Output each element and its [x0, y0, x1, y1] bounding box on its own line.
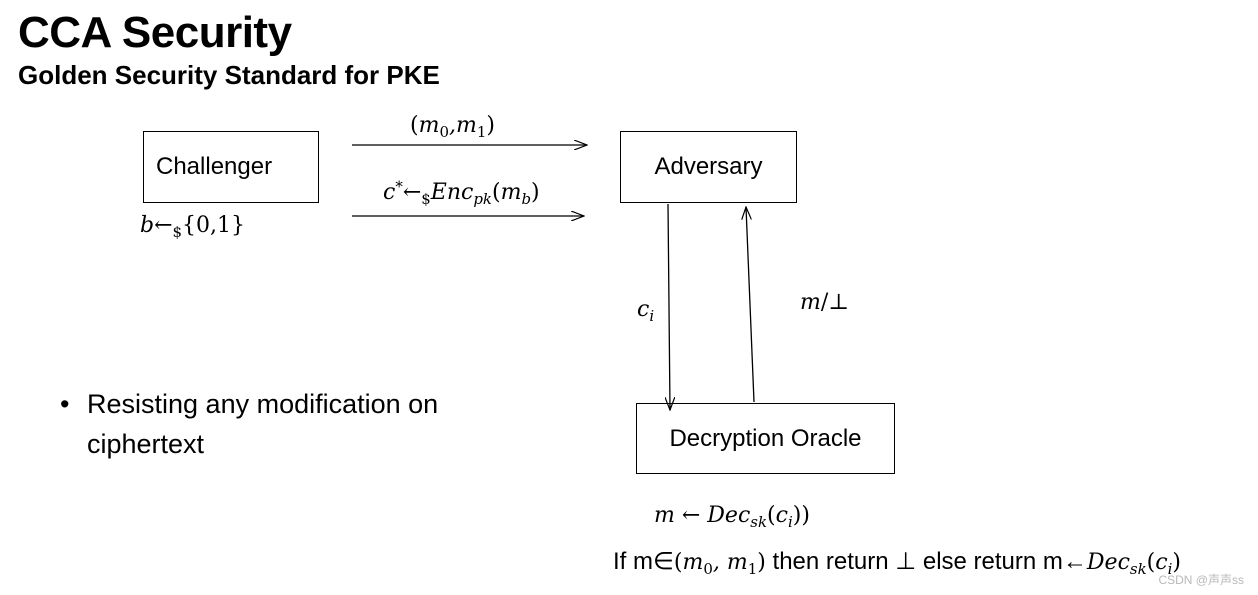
- page-title: CCA Security: [18, 8, 292, 57]
- condition-decryption: Decsk(ci): [1086, 550, 1181, 579]
- condition-if: If m: [613, 548, 653, 575]
- challenge-ciphertext-label: c*←$Encpk(mb): [383, 177, 540, 209]
- adversary-box: Adversary: [620, 131, 797, 203]
- page-subtitle: Golden Security Standard for PKE: [18, 60, 440, 90]
- decryption-oracle-label: Decryption Oracle: [669, 424, 862, 452]
- bullet-dot: •: [60, 389, 70, 419]
- condition-message-pair: (m0, m1): [673, 550, 766, 579]
- decryption-formula: m ← Decsk(ci)): [654, 503, 810, 532]
- security-condition: If m∈(m0, m1) then return ⊥ else return …: [613, 548, 1181, 579]
- query-ciphertext-arrow: [668, 203, 670, 410]
- decryption-oracle-box: Decryption Oracle: [636, 403, 895, 474]
- oracle-response-arrow: [746, 207, 755, 403]
- query-ciphertext-label: ci: [637, 297, 655, 326]
- challenger-label: Challenger: [156, 153, 273, 180]
- watermark: CSDN @声声ss: [1158, 573, 1244, 587]
- challenger-box: Challenger: [143, 131, 319, 203]
- message-pair-label: (m0,m1): [410, 113, 495, 142]
- bullet-line-1: Resisting any modification on: [87, 389, 439, 419]
- condition-then: then return ⊥ else return m←: [765, 548, 1087, 575]
- bullet-text: Resisting any modification on ciphertext: [87, 384, 438, 464]
- adversary-label: Adversary: [654, 153, 763, 180]
- oracle-response-label: m/⊥: [800, 290, 849, 315]
- bullet-point: • Resisting any modification on cipherte…: [60, 384, 438, 464]
- random-bit-label: b←${0,1}: [140, 213, 246, 242]
- bullet-line-2: ciphertext: [87, 429, 205, 459]
